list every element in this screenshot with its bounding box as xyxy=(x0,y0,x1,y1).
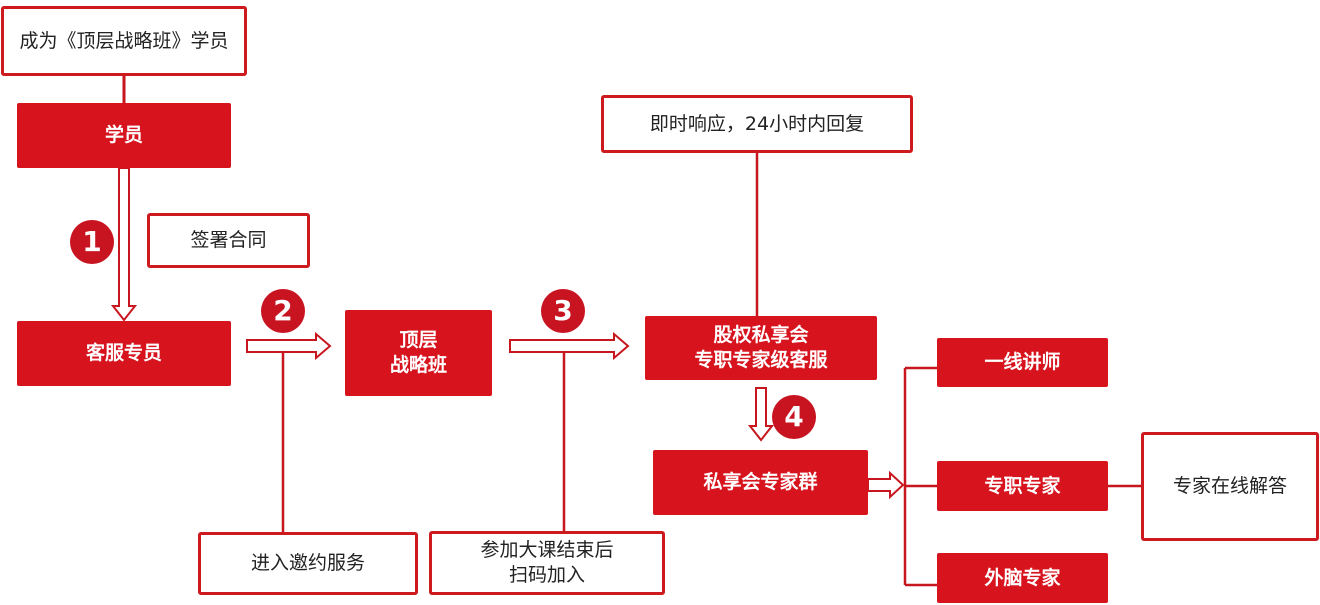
arrow-top-to-equity xyxy=(509,331,630,361)
join-box: 参加大课结束后 扫码加入 xyxy=(429,531,665,595)
invite-label: 进入邀约服务 xyxy=(250,552,365,574)
student-label: 学员 xyxy=(104,124,143,146)
answer-label: 专家在线解答 xyxy=(1172,475,1287,497)
brain-box: 外脑专家 xyxy=(937,553,1108,603)
equity-line2: 专职专家级客服 xyxy=(694,349,828,371)
sign-label: 签署合同 xyxy=(190,229,267,251)
equity-line1: 股权私享会 xyxy=(713,324,809,346)
step-2-badge: 2 xyxy=(261,289,305,333)
brain-label: 外脑专家 xyxy=(984,566,1061,589)
step-4-badge: 4 xyxy=(772,395,816,439)
student-box: 学员 xyxy=(17,103,231,168)
equity-box: 股权私享会 专职专家级客服 xyxy=(645,316,877,380)
instant-box: 即时响应，24小时内回复 xyxy=(601,95,913,153)
expert-box: 专职专家 xyxy=(937,461,1108,511)
top-strategy-line2: 战略班 xyxy=(389,354,447,376)
lecturer-label: 一线讲师 xyxy=(984,351,1061,373)
answer-box: 专家在线解答 xyxy=(1141,432,1319,541)
cs-box: 客服专员 xyxy=(17,321,231,386)
arrow-group-to-experts xyxy=(867,470,905,500)
arrow-student-to-cs xyxy=(110,167,138,322)
join-line2: 扫码加入 xyxy=(508,564,585,586)
instant-label: 即时响应，24小时内回复 xyxy=(649,112,865,135)
top-strategy-line1: 顶层 xyxy=(399,329,438,351)
sign-box: 签署合同 xyxy=(147,213,310,268)
invite-box: 进入邀约服务 xyxy=(198,532,418,595)
top-strategy-box: 顶层 战略班 xyxy=(345,310,492,396)
arrow-equity-to-group xyxy=(747,387,775,442)
expert-label: 专职专家 xyxy=(984,474,1061,497)
group-label: 私享会专家群 xyxy=(703,471,818,493)
cs-label: 客服专员 xyxy=(85,342,162,364)
goal-label: 成为《顶层战略班》学员 xyxy=(19,29,229,52)
arrow-cs-to-top xyxy=(246,331,332,361)
step-3-badge: 3 xyxy=(541,289,585,333)
join-line1: 参加大课结束后 xyxy=(480,539,614,561)
step-1-badge: 1 xyxy=(70,220,114,264)
lecturer-box: 一线讲师 xyxy=(937,338,1108,387)
group-box: 私享会专家群 xyxy=(653,450,868,515)
goal-box: 成为《顶层战略班》学员 xyxy=(1,6,247,76)
